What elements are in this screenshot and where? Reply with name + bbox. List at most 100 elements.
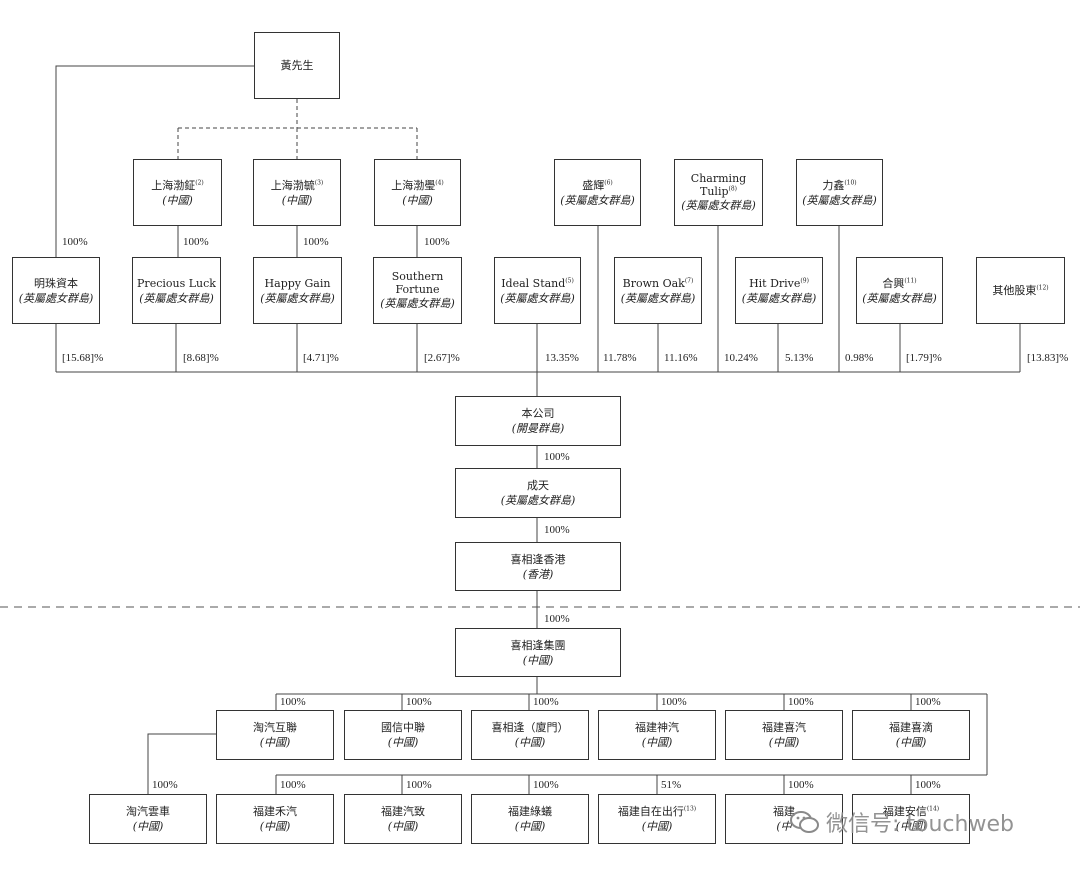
node-xxf-hongkong-name-text: 喜相逢香港 — [510, 552, 566, 566]
pct-xxf-group: 100% — [544, 613, 570, 625]
node-xxf-group-jurisdiction: (中國) — [522, 653, 554, 667]
node-mr-huang: 黃先生 — [254, 32, 340, 99]
pct-row2-obscured: 100% — [788, 779, 814, 791]
node-fujian-heqi-name-text: 福建禾汽 — [253, 805, 297, 818]
node-fujian-anxin: 福建安信(14) (中國) — [852, 794, 970, 844]
node-taoqi-hulian: 淘汽互聯 (中國) — [216, 710, 334, 760]
node-hit-drive: Hit Drive(9) (英屬處女群島) — [735, 257, 823, 324]
node-taoqi-yunche-jurisdiction: (中國) — [132, 820, 164, 833]
node-shanghai-bozheng-footnote-ref: (2) — [195, 178, 204, 186]
pct-others-share: [13.83]% — [1027, 352, 1069, 364]
node-other-shareholders: 其他股東(12) — [976, 257, 1065, 324]
node-other-shareholders-name-text: 其他股東 — [992, 284, 1037, 297]
node-taoqi-hulian-name-text: 淘汽互聯 — [253, 721, 297, 734]
node-happy-gain-name-text: Happy Gain — [264, 276, 331, 290]
node-precious-luck-name: Precious Luck — [137, 276, 216, 291]
pct-shenghui-share: 11.78% — [603, 352, 637, 364]
node-hexing-name: 合興(11) — [882, 276, 916, 291]
pct-brown-share: 11.16% — [664, 352, 698, 364]
pct-row1-shenqi: 100% — [661, 696, 687, 708]
node-guoxin-zhonglian: 國信中聯 (中國) — [344, 710, 462, 760]
node-xxf-xiamen: 喜相逢（廈門） (中國) — [471, 710, 589, 760]
node-hit-drive-jurisdiction: (英屬處女群島) — [741, 291, 817, 305]
node-fujian-shenqi-name-text: 福建神汽 — [635, 721, 679, 734]
node-xxf-group-name: 喜相逢集團 — [511, 638, 566, 653]
node-fujian-xidi-name-text: 福建喜滴 — [889, 721, 933, 734]
node-brown-oak-name-text: Brown Oak — [622, 276, 685, 290]
node-taoqi-hulian-jurisdiction: (中國) — [259, 736, 291, 749]
node-fujian-lvyi-name-text: 福建綠蟻 — [508, 805, 552, 818]
node-ideal-stand: Ideal Stand(5) (英屬處女群島) — [494, 257, 581, 324]
pct-precious-owned: 100% — [183, 236, 209, 248]
node-xxf-hongkong-jurisdiction: (香港) — [522, 567, 554, 581]
pct-happy-owned: 100% — [303, 236, 329, 248]
node-taoqi-yunche-name: 淘汽雲車 — [126, 804, 170, 819]
node-xxf-xiamen-name: 喜相逢（廈門） — [492, 720, 569, 735]
node-ideal-stand-name-text: Ideal Stand — [501, 276, 566, 290]
node-shenghui-jurisdiction: (英屬處女群島) — [560, 193, 635, 207]
node-charming-tulip: Charming Tulip(8) (英屬處女群島) — [674, 159, 763, 226]
node-shanghai-boxi-name: 上海渤璺(4) — [391, 178, 444, 193]
wechat-icon — [790, 811, 819, 833]
node-fujian-qizhi-name-text: 福建汽致 — [381, 805, 425, 818]
node-shanghai-bozheng-jurisdiction: (中國) — [162, 193, 193, 207]
node-fujian-xidi-jurisdiction: (中國) — [895, 736, 927, 749]
node-lixin: 力鑫(10) (英屬處女群島) — [796, 159, 883, 226]
node-southern-fortune-name-text: Southern Fortune — [391, 270, 444, 296]
node-fujian-lvyi: 福建綠蟻 (中國) — [471, 794, 589, 844]
node-ideal-stand-name: Ideal Stand(5) — [501, 276, 574, 291]
pct-lixin-share: 0.98% — [845, 352, 874, 364]
pct-row1-xiqi: 100% — [788, 696, 814, 708]
node-lixin-name-text: 力鑫 — [822, 178, 845, 192]
node-other-shareholders-footnote-ref: (12) — [1036, 284, 1049, 292]
node-precious-luck-jurisdiction: (英屬處女群島) — [139, 291, 214, 305]
node-fujian-xidi: 福建喜滴 (中國) — [852, 710, 970, 760]
node-fujian-xiqi-name: 福建喜汽 — [762, 720, 806, 735]
node-fujian-xidi-name: 福建喜滴 — [889, 720, 933, 735]
node-hit-drive-name-text: Hit Drive — [749, 276, 801, 290]
node-charming-tulip-footnote-ref: (8) — [728, 185, 738, 193]
watermark-text: 微信号: touchweb — [826, 812, 1014, 837]
node-xxf-group-name-text: 喜相逢集團 — [510, 638, 566, 652]
node-mingzhu-capital-jurisdiction: (英屬處女群島) — [18, 291, 94, 305]
node-fujian-lvyi-name: 福建綠蟻 — [508, 804, 552, 819]
node-taoqi-yunche-name-text: 淘汽雲車 — [126, 805, 170, 818]
node-mingzhu-capital-name-text: 明珠資本 — [34, 276, 78, 290]
pct-ideal-share: 13.35% — [545, 352, 579, 364]
node-shenghui-name: 盛輝(6) — [582, 178, 613, 193]
node-xxf-hongkong-name: 喜相逢香港 — [511, 552, 566, 567]
node-charming-tulip-name: Charming Tulip(8) — [684, 172, 754, 198]
node-shenghui: 盛輝(6) (英屬處女群島) — [554, 159, 641, 226]
node-fujian-heqi-jurisdiction: (中國) — [259, 820, 291, 833]
node-fujian-heqi-name: 福建禾汽 — [253, 804, 297, 819]
node-taoqi-yunche: 淘汽雲車 (中國) — [89, 794, 207, 844]
node-shanghai-bozhen-name: 上海渤毓(3) — [271, 178, 324, 193]
node-ideal-stand-jurisdiction: (英屬處女群島) — [500, 291, 575, 305]
node-shenghui-footnote-ref: (6) — [604, 178, 613, 186]
node-chengtian-jurisdiction: (英屬處女群島) — [500, 494, 576, 507]
node-brown-oak-jurisdiction: (英屬處女群島) — [620, 291, 696, 305]
node-fujian-obscured-name: 福建 — [773, 804, 795, 819]
node-fujian-shenqi: 福建神汽 (中國) — [598, 710, 716, 760]
node-hexing-jurisdiction: (英屬處女群島) — [862, 291, 937, 305]
pct-row1-taoqi: 100% — [280, 696, 306, 708]
node-hit-drive-footnote-ref: (9) — [800, 276, 809, 284]
node-fujian-zizai-name: 福建自在出行(13) — [618, 804, 696, 819]
pct-mingzhu-share: [15.68]% — [62, 352, 104, 364]
node-taoqi-hulian-name: 淘汽互聯 — [253, 720, 297, 735]
node-shanghai-bozhen-footnote-ref: (3) — [314, 178, 324, 186]
node-brown-oak-name: Brown Oak(7) — [623, 276, 694, 291]
node-xxf-xiamen-jurisdiction: (中國) — [514, 736, 546, 749]
node-hit-drive-name: Hit Drive(9) — [749, 276, 809, 291]
node-shanghai-bozhen-jurisdiction: (中國) — [281, 193, 313, 207]
pct-happy-share: [4.71]% — [303, 352, 339, 364]
node-fujian-xiqi-name-text: 福建喜汽 — [762, 721, 806, 734]
node-shenghui-name-text: 盛輝 — [582, 178, 605, 192]
node-xxf-group: 喜相逢集團 (中國) — [455, 628, 621, 677]
pct-row2-qizhi: 100% — [406, 779, 432, 791]
node-guoxin-zhonglian-jurisdiction: (中國) — [387, 736, 419, 749]
node-lixin-name: 力鑫(10) — [822, 178, 856, 193]
pct-charming-share: 10.24% — [724, 352, 758, 364]
node-lixin-jurisdiction: (英屬處女群島) — [802, 193, 877, 207]
